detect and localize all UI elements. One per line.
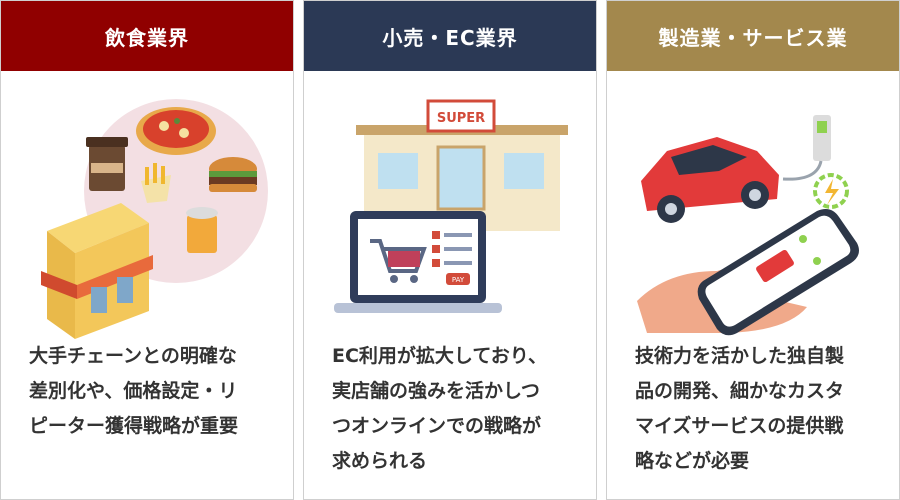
- card-description: 技術力を活かした独自製 品の開発、細かなカスタ マイズサービスの提供戦 略などが…: [635, 339, 879, 479]
- description-line: 略などが必要: [635, 450, 750, 472]
- electric-car-smartphone-illustration-icon: [607, 71, 899, 341]
- industry-card-restaurant: 飲食業界: [0, 0, 294, 500]
- description-line: 品の開発、細かなカスタ: [635, 380, 845, 402]
- card-description: EC利用が拡大しており、 実店舗の強みを活かしつ つオンラインでの戦略が 求めら…: [332, 339, 576, 479]
- description-line: 差別化や、価格設定・リ: [29, 380, 238, 402]
- description-line: EC利用が拡大しており、: [332, 345, 548, 367]
- description-line: 実店舗の強みを活かしつ: [332, 380, 540, 402]
- industry-card-retail-ec: 小売・EC業界 SUPER: [303, 0, 597, 500]
- restaurant-illustration-icon: [1, 71, 293, 341]
- retail-ecommerce-illustration-icon: SUPER PAY: [304, 71, 596, 341]
- store-sign-text: SUPER: [437, 111, 485, 126]
- description-line: マイズサービスの提供戦: [635, 415, 844, 437]
- description-line: つオンラインでの戦略が: [332, 415, 542, 437]
- pay-label-text: PAY: [452, 276, 465, 284]
- card-title: 飲食業界: [105, 25, 189, 50]
- card-header: 飲食業界: [1, 1, 293, 71]
- card-header: 製造業・サービス業: [607, 1, 899, 71]
- card-header: 小売・EC業界: [304, 1, 596, 71]
- description-line: 求められる: [332, 450, 428, 472]
- card-title: 小売・EC業界: [382, 25, 518, 50]
- card-description: 大手チェーンとの明確な 差別化や、価格設定・リ ピーター獲得戦略が重要: [29, 339, 273, 444]
- description-line: ピーター獲得戦略が重要: [29, 415, 239, 437]
- description-line: 大手チェーンとの明確な: [29, 345, 237, 367]
- industry-card-manufacturing-service: 製造業・サービス業 技術力を活かした独自製 品の開発、細かな: [606, 0, 900, 500]
- card-title: 製造業・サービス業: [658, 25, 848, 50]
- description-line: 技術力を活かした独自製: [635, 345, 845, 367]
